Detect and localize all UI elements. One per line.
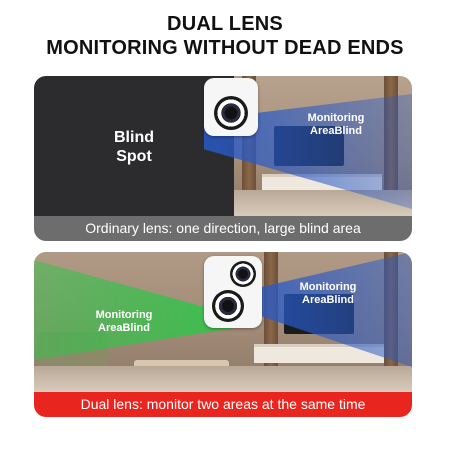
camera-lens-icon — [214, 96, 248, 130]
left-monitoring-area-line-1: Monitoring — [95, 309, 153, 321]
monitoring-area-line-2: AreaBlind — [310, 125, 362, 137]
monitoring-area-label: Monitoring AreaBlind — [286, 112, 386, 138]
headline: DUAL LENS MONITORING WITHOUT DEAD ENDS — [0, 12, 450, 60]
right-monitoring-area-line-2: AreaBlind — [302, 294, 354, 306]
monitoring-area-line-1: Monitoring — [307, 112, 365, 124]
dual-lens-caption: Dual lens: monitor two areas at the same… — [34, 392, 412, 417]
blind-spot-line-2: Spot — [116, 148, 152, 165]
left-monitoring-area-label: Monitoring AreaBlind — [74, 309, 174, 335]
blind-spot-zone — [34, 76, 234, 216]
dual-lens-panel: Monitoring AreaBlind Monitoring AreaBlin… — [34, 252, 412, 417]
left-monitoring-area-line-2: AreaBlind — [98, 322, 150, 334]
ordinary-lens-caption: Ordinary lens: one direction, large blin… — [34, 216, 412, 241]
ordinary-lens-panel: Blind Spot Monitoring AreaBlind Ordinary… — [34, 76, 412, 241]
single-lens-camera-icon — [204, 78, 258, 136]
headline-line-1: DUAL LENS — [167, 13, 283, 35]
camera-lens-icon — [230, 261, 256, 287]
camera-lens-icon — [212, 290, 244, 322]
tv-cabinet — [254, 344, 384, 363]
blind-spot-line-1: Blind — [114, 129, 154, 146]
floor — [34, 366, 412, 392]
dual-lens-camera-icon — [204, 256, 262, 328]
right-monitoring-area-line-1: Monitoring — [299, 281, 357, 293]
right-monitoring-area-label: Monitoring AreaBlind — [278, 281, 378, 307]
headline-line-2: MONITORING WITHOUT DEAD ENDS — [46, 37, 404, 59]
blind-spot-label: Blind Spot — [94, 128, 174, 166]
